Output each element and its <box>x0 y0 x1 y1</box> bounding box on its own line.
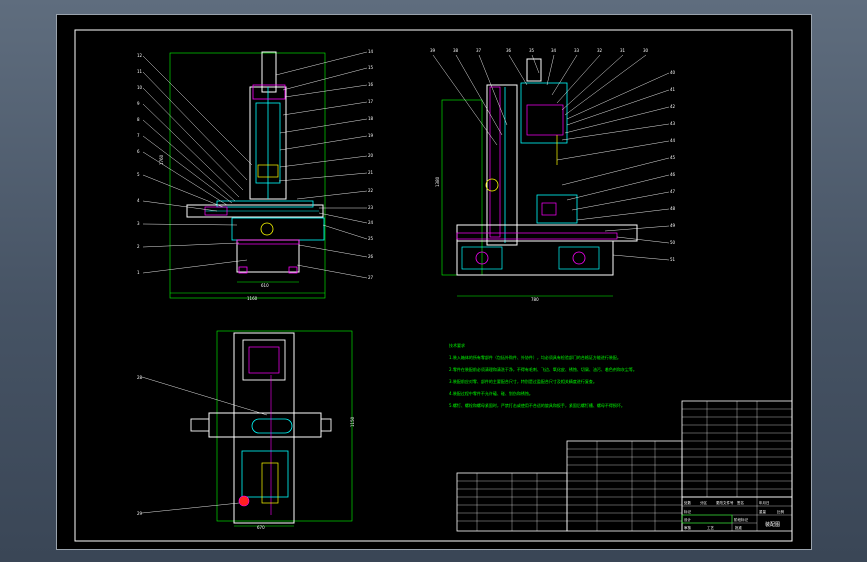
title-block-col-1: 分区 <box>700 500 708 505</box>
side-label-top-7: 32 <box>597 48 603 53</box>
title-block-row-1: 设计 <box>684 517 692 522</box>
front-label-left-4: 8 <box>137 117 140 122</box>
notes-line-5: 5.螺钉、螺栓和螺母紧固时，严禁打击或使用不合适的旋具和扳手，紧固后螺钉槽、螺母… <box>449 402 625 408</box>
front-label-left-0: 12 <box>137 53 143 58</box>
side-view: 780 1380 39 <box>430 48 676 302</box>
side-label-top-1: 38 <box>453 48 459 53</box>
side-label-top-0: 39 <box>430 48 436 53</box>
front-label-left-9: 3 <box>137 221 140 226</box>
title-block-row-2: 审核 <box>684 525 692 530</box>
front-label-left-11: 1 <box>137 270 140 275</box>
top-dim-height: 1150 <box>350 416 355 427</box>
front-view: 1160 610 1760 <box>137 49 374 301</box>
side-label-right-11: 51 <box>670 257 676 262</box>
side-label-right-8: 48 <box>670 206 676 211</box>
top-label-upper: 28 <box>137 375 143 380</box>
title-block-row-3: 工艺 <box>707 525 715 530</box>
front-label-right-7: 21 <box>368 170 374 175</box>
side-label-right-7: 47 <box>670 189 676 194</box>
title-block-scale-0: 阶段标记 <box>734 517 748 522</box>
front-label-right-5: 19 <box>368 133 374 138</box>
title-block-col-4: 年月日 <box>759 500 770 505</box>
front-label-left-2: 10 <box>137 85 143 90</box>
front-dim-height: 1760 <box>159 154 164 165</box>
front-label-left-7: 5 <box>137 172 140 177</box>
technical-notes: 技术要求 1.装入箱体的所有零部件（包括外购件、外协件），均必须具有检验部门的合… <box>449 342 637 408</box>
front-label-left-1: 11 <box>137 69 143 74</box>
side-label-right-4: 44 <box>670 138 676 143</box>
side-label-top-5: 34 <box>551 48 557 53</box>
front-label-right-10: 24 <box>368 220 374 225</box>
top-label-lower: 29 <box>137 511 143 516</box>
title-block: 处数 分区 更改文件号 签名 年月日 标记 设计 审核 工艺 批准 阶段标记 重… <box>456 400 793 532</box>
side-dim-height: 1380 <box>435 176 440 187</box>
top-dim-width: 670 <box>257 525 265 530</box>
side-label-top-9: 30 <box>643 48 649 53</box>
side-label-top-4: 35 <box>529 48 535 53</box>
front-label-left-8: 4 <box>137 198 140 203</box>
title-block-col-0: 处数 <box>684 500 692 505</box>
side-label-top-8: 31 <box>620 48 626 53</box>
front-label-right-1: 15 <box>368 65 374 70</box>
title-block-col-2: 更改文件号 <box>716 500 734 505</box>
front-label-left-6: 6 <box>137 149 140 154</box>
notes-title: 技术要求 <box>449 342 465 348</box>
notes-line-3: 3.装配前应对零、部件的主要配合尺寸，特别是过盈配合尺寸及相关精度进行复查。 <box>449 378 597 384</box>
front-label-right-4: 18 <box>368 116 374 121</box>
drawing-name: 装配图 <box>765 521 780 528</box>
title-block-scale-2: 比例 <box>777 509 785 514</box>
side-dim-width: 780 <box>531 297 539 302</box>
front-label-left-5: 7 <box>137 133 140 138</box>
notes-line-2: 2.零件在装配前必须清理和清洗干净，不得有毛刺、飞边、氧化皮、锈蚀、切屑、油污、… <box>449 366 637 372</box>
side-label-right-6: 46 <box>670 172 676 177</box>
side-label-right-2: 42 <box>670 104 676 109</box>
front-label-right-3: 17 <box>368 99 374 104</box>
drawing-frame <box>74 29 793 542</box>
front-label-right-11: 25 <box>368 236 374 241</box>
title-block-scale-1: 重量 <box>759 509 767 514</box>
cad-drawing-sheet: 1160 610 1760 <box>56 14 812 550</box>
front-label-right-0: 14 <box>368 49 374 54</box>
title-block-row-4: 批准 <box>735 525 743 530</box>
notes-line-1: 1.装入箱体的所有零部件（包括外购件、外协件），均必须具有检验部门的合格证方能进… <box>449 354 621 360</box>
title-block-row-0: 标记 <box>684 509 692 514</box>
side-label-right-5: 45 <box>670 155 676 160</box>
side-label-right-10: 50 <box>670 240 676 245</box>
side-label-top-2: 37 <box>476 48 482 53</box>
front-label-left-3: 9 <box>137 101 140 106</box>
front-label-right-2: 16 <box>368 82 374 87</box>
front-label-left-10: 2 <box>137 244 140 249</box>
side-label-right-1: 41 <box>670 87 676 92</box>
front-dim-base: 610 <box>261 283 269 288</box>
side-label-top-6: 33 <box>574 48 580 53</box>
notes-line-4: 4.装配过程中零件不允许磕、碰、划伤和锈蚀。 <box>449 390 533 396</box>
front-label-right-13: 27 <box>368 275 374 280</box>
front-dim-width: 1160 <box>247 296 258 301</box>
top-view: 670 1150 28 29 <box>137 330 355 530</box>
side-label-top-3: 36 <box>506 48 512 53</box>
front-label-right-8: 22 <box>368 188 374 193</box>
front-label-right-9: 23 <box>368 205 374 210</box>
side-label-right-0: 40 <box>670 70 676 75</box>
front-label-right-6: 20 <box>368 153 374 158</box>
title-block-col-3: 签名 <box>737 500 744 505</box>
side-label-right-3: 43 <box>670 121 676 126</box>
front-label-right-12: 26 <box>368 254 374 259</box>
side-label-right-9: 49 <box>670 223 676 228</box>
